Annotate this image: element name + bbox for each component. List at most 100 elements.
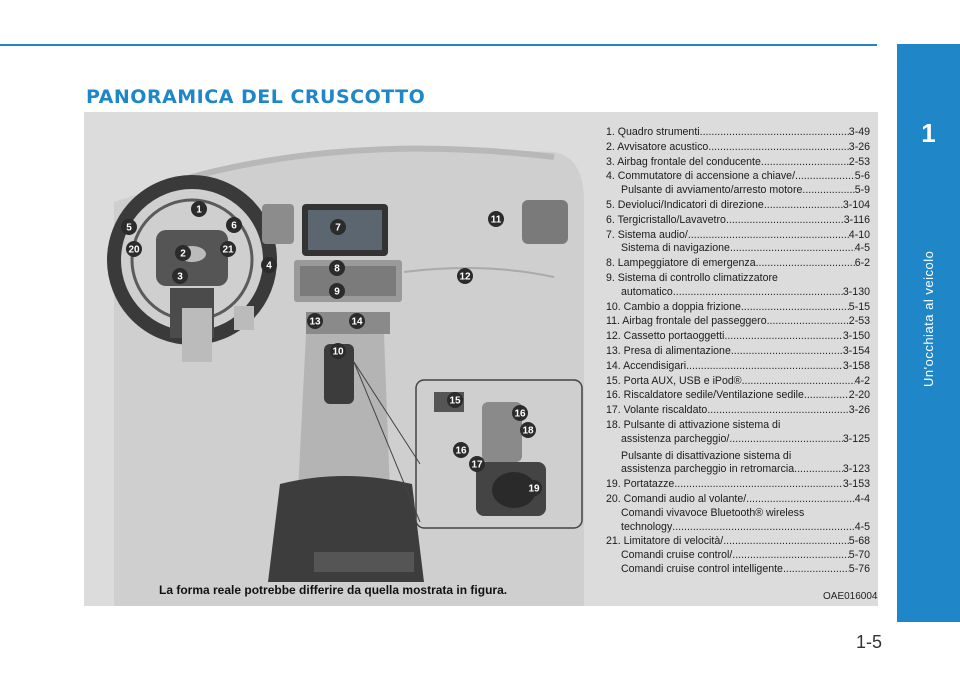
figure-caption: La forma reale potrebbe differire da que… xyxy=(159,583,508,597)
legend-page-ref: 4-10 xyxy=(848,228,870,241)
legend-sub: assistenza parcheggio/3-125 xyxy=(606,433,870,447)
legend-page-ref: 3-150 xyxy=(842,330,870,343)
callout-5: 5 xyxy=(121,219,137,235)
legend-line: 18. Pulsante di attivazione sistema di xyxy=(606,419,870,433)
svg-text:20: 20 xyxy=(128,245,140,256)
legend-item: 3. Airbag frontale del conducente2-53 xyxy=(606,156,870,170)
leader-dots xyxy=(730,242,855,256)
callout-21: 21 xyxy=(220,241,236,257)
page-number: 1-5 xyxy=(856,632,883,652)
svg-text:19: 19 xyxy=(528,484,540,495)
legend-label: 15. Porta AUX, USB e iPod® xyxy=(606,374,742,387)
leader-dots xyxy=(686,360,843,374)
legend-label: 1. Quadro strumenti xyxy=(606,126,700,138)
callout-13: 13 xyxy=(307,313,323,329)
legend-item: 20. Comandi audio al volante/4-4Comandi … xyxy=(606,493,870,534)
legend-line: 13. Presa di alimentazione3-154 xyxy=(606,345,870,359)
svg-text:5: 5 xyxy=(126,223,132,234)
legend-sub2: Comandi cruise control intelligente5-76 xyxy=(606,563,870,577)
callout-12: 12 xyxy=(457,268,473,284)
legend-label: 2. Avvisatore acustico xyxy=(606,140,709,153)
leader-dots xyxy=(802,184,854,198)
svg-text:9: 9 xyxy=(334,287,340,298)
legend-page-ref: 4-5 xyxy=(854,242,870,255)
callout-4: 4 xyxy=(261,257,277,273)
leader-dots xyxy=(741,301,849,315)
legend-page-ref: 2-20 xyxy=(848,389,870,402)
legend-line: 20. Comandi audio al volante/4-4 xyxy=(606,493,870,507)
callout-9: 9 xyxy=(329,283,345,299)
leader-dots xyxy=(783,563,849,577)
legend-label: 20. Comandi audio al volante/ xyxy=(606,492,747,505)
callout-18: 18 xyxy=(520,422,536,438)
legend-line: 15. Porta AUX, USB e iPod® 4-2 xyxy=(606,375,870,389)
leader-dots xyxy=(764,199,843,213)
legend-label: 9. Sistema di controllo climatizzatore xyxy=(606,271,778,284)
leader-dots xyxy=(731,345,843,359)
callout-7: 7 xyxy=(330,219,346,235)
legend-page-ref: 4-5 xyxy=(854,520,870,533)
legend-page-ref: 2-53 xyxy=(848,155,870,168)
svg-text:21: 21 xyxy=(222,245,234,256)
svg-text:16: 16 xyxy=(455,446,467,457)
svg-text:14: 14 xyxy=(351,317,363,328)
legend-page-ref: 5-70 xyxy=(848,549,870,562)
legend-page-ref: 4-2 xyxy=(854,374,870,387)
legend-item: 13. Presa di alimentazione3-154 xyxy=(606,345,870,359)
svg-text:3: 3 xyxy=(177,272,183,283)
leader-dots xyxy=(672,521,854,535)
leader-dots xyxy=(732,549,849,563)
legend-item: 6. Tergicristallo/Lavavetro3-116 xyxy=(606,214,870,228)
figure-code: OAE016004 xyxy=(823,591,878,602)
legend-page-ref: 3-154 xyxy=(842,344,870,357)
leader-dots xyxy=(742,375,855,389)
legend-label: 16. Riscaldatore sedile/Ventilazione sed… xyxy=(606,389,804,402)
legend-label: 19. Portatazze xyxy=(606,478,675,491)
legend-list: 1. Quadro strumenti3-492. Avvisatore acu… xyxy=(606,126,870,578)
top-rule xyxy=(0,44,877,46)
svg-text:13: 13 xyxy=(309,317,321,328)
legend-page-ref: 2-53 xyxy=(848,315,870,328)
callout-14: 14 xyxy=(349,313,365,329)
legend-line: 5. Devioluci/Indicatori di direzione3-10… xyxy=(606,199,870,213)
legend-sub2: assistenza parcheggio in retromarcia3-12… xyxy=(606,463,870,477)
legend-item: 4. Commutatore di accensione a chiave/5-… xyxy=(606,170,870,198)
legend-label: 5. Devioluci/Indicatori di direzione xyxy=(606,198,764,211)
legend-item: 14. Accendisigari3-158 xyxy=(606,360,870,374)
legend-label: Comandi cruise control/ xyxy=(621,549,733,562)
chapter-tab: 1 Un'occhiata al veicolo xyxy=(897,44,960,622)
legend-sub2: technology4-5 xyxy=(606,521,870,535)
legend-item: 11. Airbag frontale del passeggero2-53 xyxy=(606,315,870,329)
legend-line: 17. Volante riscaldato3-26 xyxy=(606,404,870,418)
leader-dots xyxy=(746,493,855,507)
legend-page-ref: 3-158 xyxy=(842,359,870,372)
callout-15: 15 xyxy=(447,392,463,408)
leader-dots xyxy=(673,286,843,300)
legend-page-ref: 3-153 xyxy=(842,478,870,491)
legend-label: 10. Cambio a doppia frizione xyxy=(606,300,741,313)
callout-6: 6 xyxy=(226,217,242,233)
legend-line: 6. Tergicristallo/Lavavetro3-116 xyxy=(606,214,870,228)
legend-label: 4. Commutatore di accensione a chiave/ xyxy=(606,170,796,183)
legend-label: Pulsante di avviamento/arresto motore xyxy=(621,184,803,197)
legend-item: 15. Porta AUX, USB e iPod® 4-2 xyxy=(606,375,870,389)
chapter-number: 1 xyxy=(921,118,936,148)
svg-text:7: 7 xyxy=(335,223,341,234)
legend-page-ref: 3-130 xyxy=(842,285,870,298)
callout-2: 2 xyxy=(175,245,191,261)
callout-3: 3 xyxy=(172,268,188,284)
legend-item: 16. Riscaldatore sedile/Ventilazione sed… xyxy=(606,389,870,403)
leader-dots xyxy=(674,478,843,492)
legend-label: 18. Pulsante di attivazione sistema di xyxy=(606,418,781,431)
legend-page-ref: 5-76 xyxy=(848,562,870,575)
legend-line: 7. Sistema audio/4-10 xyxy=(606,229,870,243)
legend-sub: Pulsante di avviamento/arresto motore5-9 xyxy=(606,184,870,198)
legend-line: 11. Airbag frontale del passeggero2-53 xyxy=(606,315,870,329)
legend-sub: Sistema di navigazione4-5 xyxy=(606,242,870,256)
svg-text:4: 4 xyxy=(266,261,272,272)
legend-item: 1. Quadro strumenti3-49 xyxy=(606,126,870,140)
legend-line: 14. Accendisigari3-158 xyxy=(606,360,870,374)
dashboard-illustration: 1 2 3 4 5 6 7 8 9 10 11 12 13 14 15 16 1… xyxy=(107,145,584,606)
